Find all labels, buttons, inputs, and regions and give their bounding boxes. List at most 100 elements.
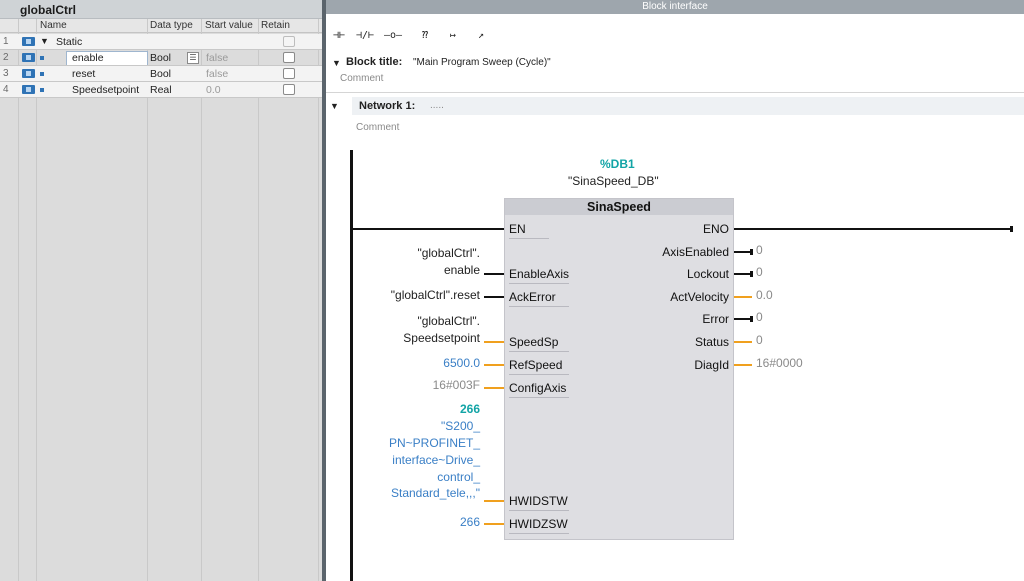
grid-line bbox=[18, 19, 19, 581]
pin-hwidzsw[interactable]: HWIDZSW bbox=[509, 517, 568, 531]
table-row[interactable]: 1 ▼ Static bbox=[0, 34, 322, 50]
operand-hwidstw-number[interactable]: 266 bbox=[459, 402, 480, 416]
row-startvalue[interactable]: 0.0 bbox=[206, 84, 221, 96]
row-datatype[interactable]: Bool bbox=[150, 68, 172, 80]
block-title-section: ▼ Block title: "Main Program Sweep (Cycl… bbox=[326, 56, 1024, 88]
table-row[interactable]: 2 enable Bool false bbox=[0, 50, 322, 66]
block-comment[interactable]: Comment bbox=[340, 73, 384, 84]
row-datatype[interactable]: Bool bbox=[150, 52, 172, 64]
db-member-icon bbox=[22, 53, 35, 62]
no-contact-button[interactable]: ⊣⊢ bbox=[332, 30, 346, 41]
operand-hwidstw-line2[interactable]: PN~PROFINET_ bbox=[388, 436, 480, 450]
row-datatype[interactable]: Real bbox=[150, 84, 172, 96]
pin-status[interactable]: Status bbox=[694, 335, 729, 349]
col-startvalue[interactable]: Start value bbox=[205, 20, 253, 31]
pin-underline bbox=[509, 238, 549, 239]
operand-configaxis[interactable]: 16#003F bbox=[432, 378, 480, 392]
eno-wire bbox=[734, 228, 1012, 230]
wire-end bbox=[750, 271, 753, 277]
pin-configaxis[interactable]: ConfigAxis bbox=[509, 381, 567, 395]
row-name[interactable]: Speedsetpoint bbox=[72, 84, 140, 96]
col-retain[interactable]: Retain bbox=[261, 20, 290, 31]
pin-en[interactable]: EN bbox=[509, 222, 526, 236]
pin-diagid[interactable]: DiagId bbox=[694, 358, 729, 372]
grid-line bbox=[147, 19, 148, 581]
pin-eno[interactable]: ENO bbox=[702, 222, 729, 236]
pin-underline bbox=[509, 510, 569, 511]
operand-actvelocity[interactable]: 0.0 bbox=[756, 288, 773, 302]
row-startvalue[interactable]: false bbox=[206, 68, 229, 80]
network-comment[interactable]: Comment bbox=[356, 122, 400, 133]
operand-error[interactable]: 0 bbox=[756, 310, 763, 324]
block-title-value[interactable]: "Main Program Sweep (Cycle)" bbox=[413, 57, 551, 68]
instance-db-number[interactable]: %DB1 bbox=[600, 157, 635, 171]
operand-hwidstw-line1[interactable]: "S200_ bbox=[441, 419, 480, 433]
speedsp-wire bbox=[484, 341, 504, 343]
datatype-list-icon[interactable]: ☰ bbox=[187, 52, 199, 64]
pin-ackerror[interactable]: AckError bbox=[509, 290, 556, 304]
collapse-arrow-icon[interactable]: ▼ bbox=[330, 101, 339, 111]
lad-editor: Block interface ⊣⊢ ⊣/⊢ –o– ⁇ ↦ ↗ ▼ Block… bbox=[326, 0, 1024, 581]
db-title: globalCtrl bbox=[0, 0, 322, 19]
lockout-wire bbox=[734, 273, 752, 275]
db-member-icon bbox=[22, 37, 35, 46]
table-row[interactable]: 4 Speedsetpoint Real 0.0 bbox=[0, 82, 322, 98]
retain-checkbox[interactable] bbox=[283, 68, 295, 79]
pin-hwidstw[interactable]: HWIDSTW bbox=[509, 494, 568, 508]
operand-hwidstw-line4[interactable]: control_ bbox=[437, 470, 480, 484]
retain-checkbox[interactable] bbox=[283, 52, 295, 63]
sinaspeed-block[interactable]: SinaSpeed EN EnableAxis AckError SpeedSp… bbox=[504, 198, 734, 540]
close-branch-button[interactable]: ↗ bbox=[477, 30, 485, 41]
operand-enable-line1[interactable]: "globalCtrl". bbox=[417, 246, 480, 260]
db-member-icon bbox=[22, 69, 35, 78]
block-interface-bar[interactable]: Block interface bbox=[326, 0, 1024, 14]
operand-axisenabled[interactable]: 0 bbox=[756, 243, 763, 257]
pin-actvelocity[interactable]: ActVelocity bbox=[670, 290, 729, 304]
pin-lockout[interactable]: Lockout bbox=[686, 267, 729, 281]
pin-refspeed[interactable]: RefSpeed bbox=[509, 358, 563, 372]
collapse-arrow-icon[interactable]: ▼ bbox=[332, 58, 341, 68]
pin-underline bbox=[509, 374, 569, 375]
panel-splitter[interactable] bbox=[322, 0, 326, 581]
configaxis-wire bbox=[484, 387, 504, 389]
pin-axisenabled[interactable]: AxisEnabled bbox=[662, 245, 729, 259]
operand-lockout[interactable]: 0 bbox=[756, 265, 763, 279]
network-title[interactable]: ..... bbox=[430, 100, 444, 111]
instance-db-name[interactable]: "SinaSpeed_DB" bbox=[568, 174, 659, 188]
row-name[interactable]: enable bbox=[72, 52, 104, 64]
error-wire bbox=[734, 318, 752, 320]
grid-line bbox=[318, 19, 319, 581]
col-name[interactable]: Name bbox=[40, 20, 67, 31]
operand-enable-line2[interactable]: enable bbox=[443, 263, 480, 277]
row-name[interactable]: reset bbox=[72, 68, 96, 80]
pin-error[interactable]: Error bbox=[702, 312, 729, 326]
operand-ackerror[interactable]: "globalCtrl".reset bbox=[390, 288, 480, 302]
empty-box-button[interactable]: ⁇ bbox=[421, 30, 429, 41]
operand-status[interactable]: 0 bbox=[756, 333, 763, 347]
row-startvalue[interactable]: false bbox=[206, 52, 229, 64]
member-marker-icon bbox=[40, 88, 44, 92]
retain-checkbox[interactable] bbox=[283, 36, 295, 47]
retain-checkbox[interactable] bbox=[283, 84, 295, 95]
operand-speedsp-line2[interactable]: Speedsetpoint bbox=[403, 331, 480, 345]
expand-arrow-icon[interactable]: ▼ bbox=[40, 36, 49, 46]
operand-hwidstw-line5[interactable]: Standard_tele,,," bbox=[391, 486, 480, 500]
hwidstw-wire bbox=[484, 500, 504, 502]
db-member-icon bbox=[22, 85, 35, 94]
operand-hwidstw-line3[interactable]: interface~Drive_ bbox=[392, 453, 480, 467]
network-title-bar[interactable] bbox=[352, 97, 1024, 115]
row-name[interactable]: Static bbox=[56, 36, 83, 48]
operand-speedsp-line1[interactable]: "globalCtrl". bbox=[417, 314, 480, 328]
open-branch-button[interactable]: ↦ bbox=[449, 30, 457, 41]
operand-hwidzsw[interactable]: 266 bbox=[459, 515, 480, 529]
pin-enableaxis[interactable]: EnableAxis bbox=[509, 267, 570, 281]
wire-end bbox=[1010, 226, 1013, 232]
operand-diagid[interactable]: 16#0000 bbox=[756, 356, 803, 370]
pin-underline bbox=[509, 306, 569, 307]
nc-contact-button[interactable]: ⊣/⊢ bbox=[355, 30, 375, 41]
col-datatype[interactable]: Data type bbox=[150, 20, 193, 31]
operand-refspeed[interactable]: 6500.0 bbox=[443, 356, 480, 370]
pin-speedsp[interactable]: SpeedSp bbox=[509, 335, 559, 349]
table-row[interactable]: 3 reset Bool false bbox=[0, 66, 322, 82]
coil-button[interactable]: –o– bbox=[383, 30, 403, 41]
